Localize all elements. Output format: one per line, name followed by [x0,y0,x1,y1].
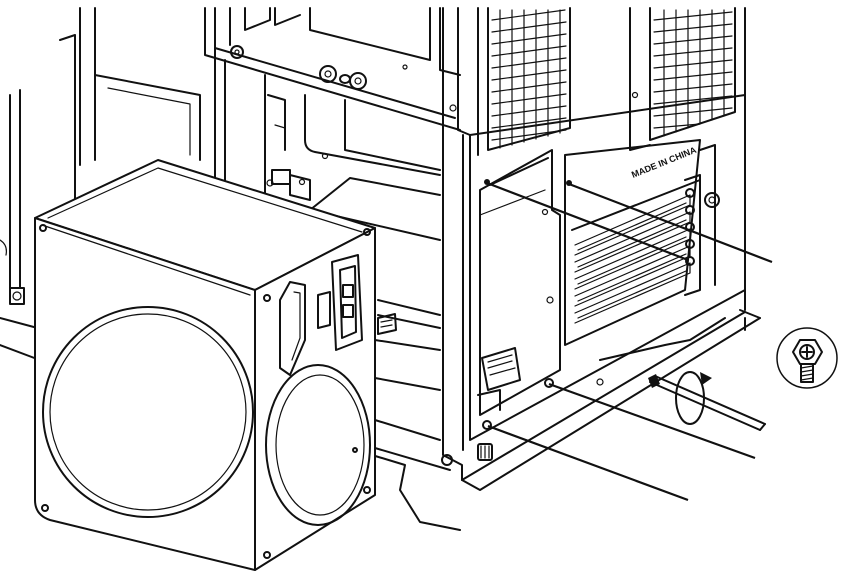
screw-icon [776,327,838,389]
thumb-screw [477,443,493,461]
case-interior [0,7,461,531]
callout-lines [486,181,773,502]
callout-line-screw-bottom-left [487,424,689,502]
case-label-text: MADE IN CHINA [630,145,698,180]
screwdriver-icon [648,374,766,431]
callout-line-screw-top-right [568,182,773,264]
power-supply-unit [34,159,376,571]
rotation-arrow-icon [675,371,712,425]
callout-line-screw-top-left [486,181,689,262]
callout-line-screw-bottom-right [548,382,756,460]
case-front-frame: MADE IN CHINA [441,7,761,491]
